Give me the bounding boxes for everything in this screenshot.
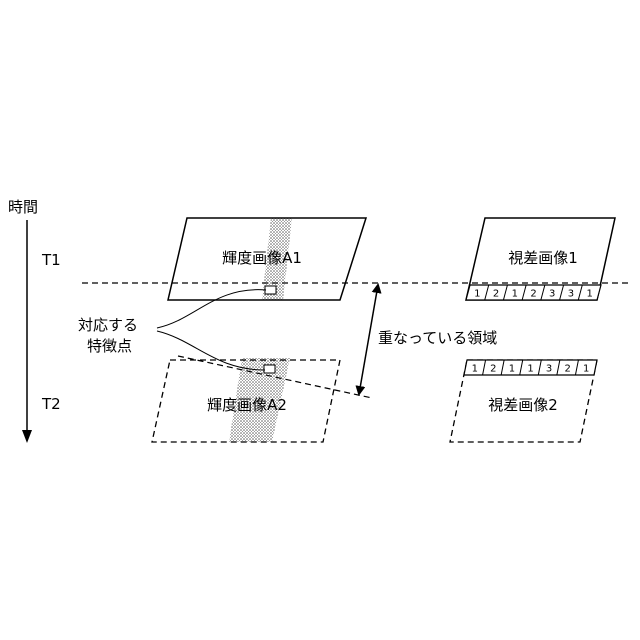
time-axis-arrowhead <box>22 430 32 443</box>
parallax-1-cell-value: 1 <box>512 289 518 300</box>
feature-point-a2-marker <box>264 365 275 373</box>
parallax-1-cell-value: 2 <box>530 289 536 300</box>
parallax-2-cell-value: 1 <box>472 364 478 375</box>
parallax-image-2-label: 視差画像2 <box>488 396 558 414</box>
parallax-1-cell-value: 3 <box>568 289 574 300</box>
parallax-image-1-cells: 1 2 1 2 3 3 1 <box>466 285 601 300</box>
parallax-1-cell-value: 1 <box>586 289 592 300</box>
parallax-1-cell-value: 2 <box>493 289 499 300</box>
parallax-1-cell-value: 3 <box>549 289 555 300</box>
parallax-2-cell-value: 3 <box>546 364 552 375</box>
feature-leader-line-a1 <box>157 290 266 328</box>
parallax-2-cell-value: 1 <box>527 364 533 375</box>
parallax-1-cell-value: 1 <box>474 289 480 300</box>
feature-point-a1-marker <box>265 286 276 294</box>
parallax-2-cell-value: 2 <box>564 364 570 375</box>
feature-points-label-line2: 特徴点 <box>87 337 132 355</box>
parallax-2-cell-value: 1 <box>583 364 589 375</box>
luminance-image-a1-label: 輝度画像A1 <box>222 249 302 267</box>
parallax-2-cell-value: 2 <box>490 364 496 375</box>
time-t2-label: T2 <box>41 395 61 413</box>
time-t1-label: T1 <box>41 251 61 269</box>
feature-points-label-line1: 対応する <box>78 316 138 334</box>
time-axis-label: 時間 <box>8 198 38 216</box>
luminance-image-a2-label: 輝度画像A2 <box>207 396 287 414</box>
parallax-2-cell-value: 1 <box>509 364 515 375</box>
parallax-image-1-label: 視差画像1 <box>508 249 578 267</box>
parallax-image-2-cells: 1 2 1 1 3 2 1 <box>464 360 597 375</box>
overlap-region-label: 重なっている領域 <box>378 329 497 347</box>
overlap-double-arrow <box>359 285 378 394</box>
